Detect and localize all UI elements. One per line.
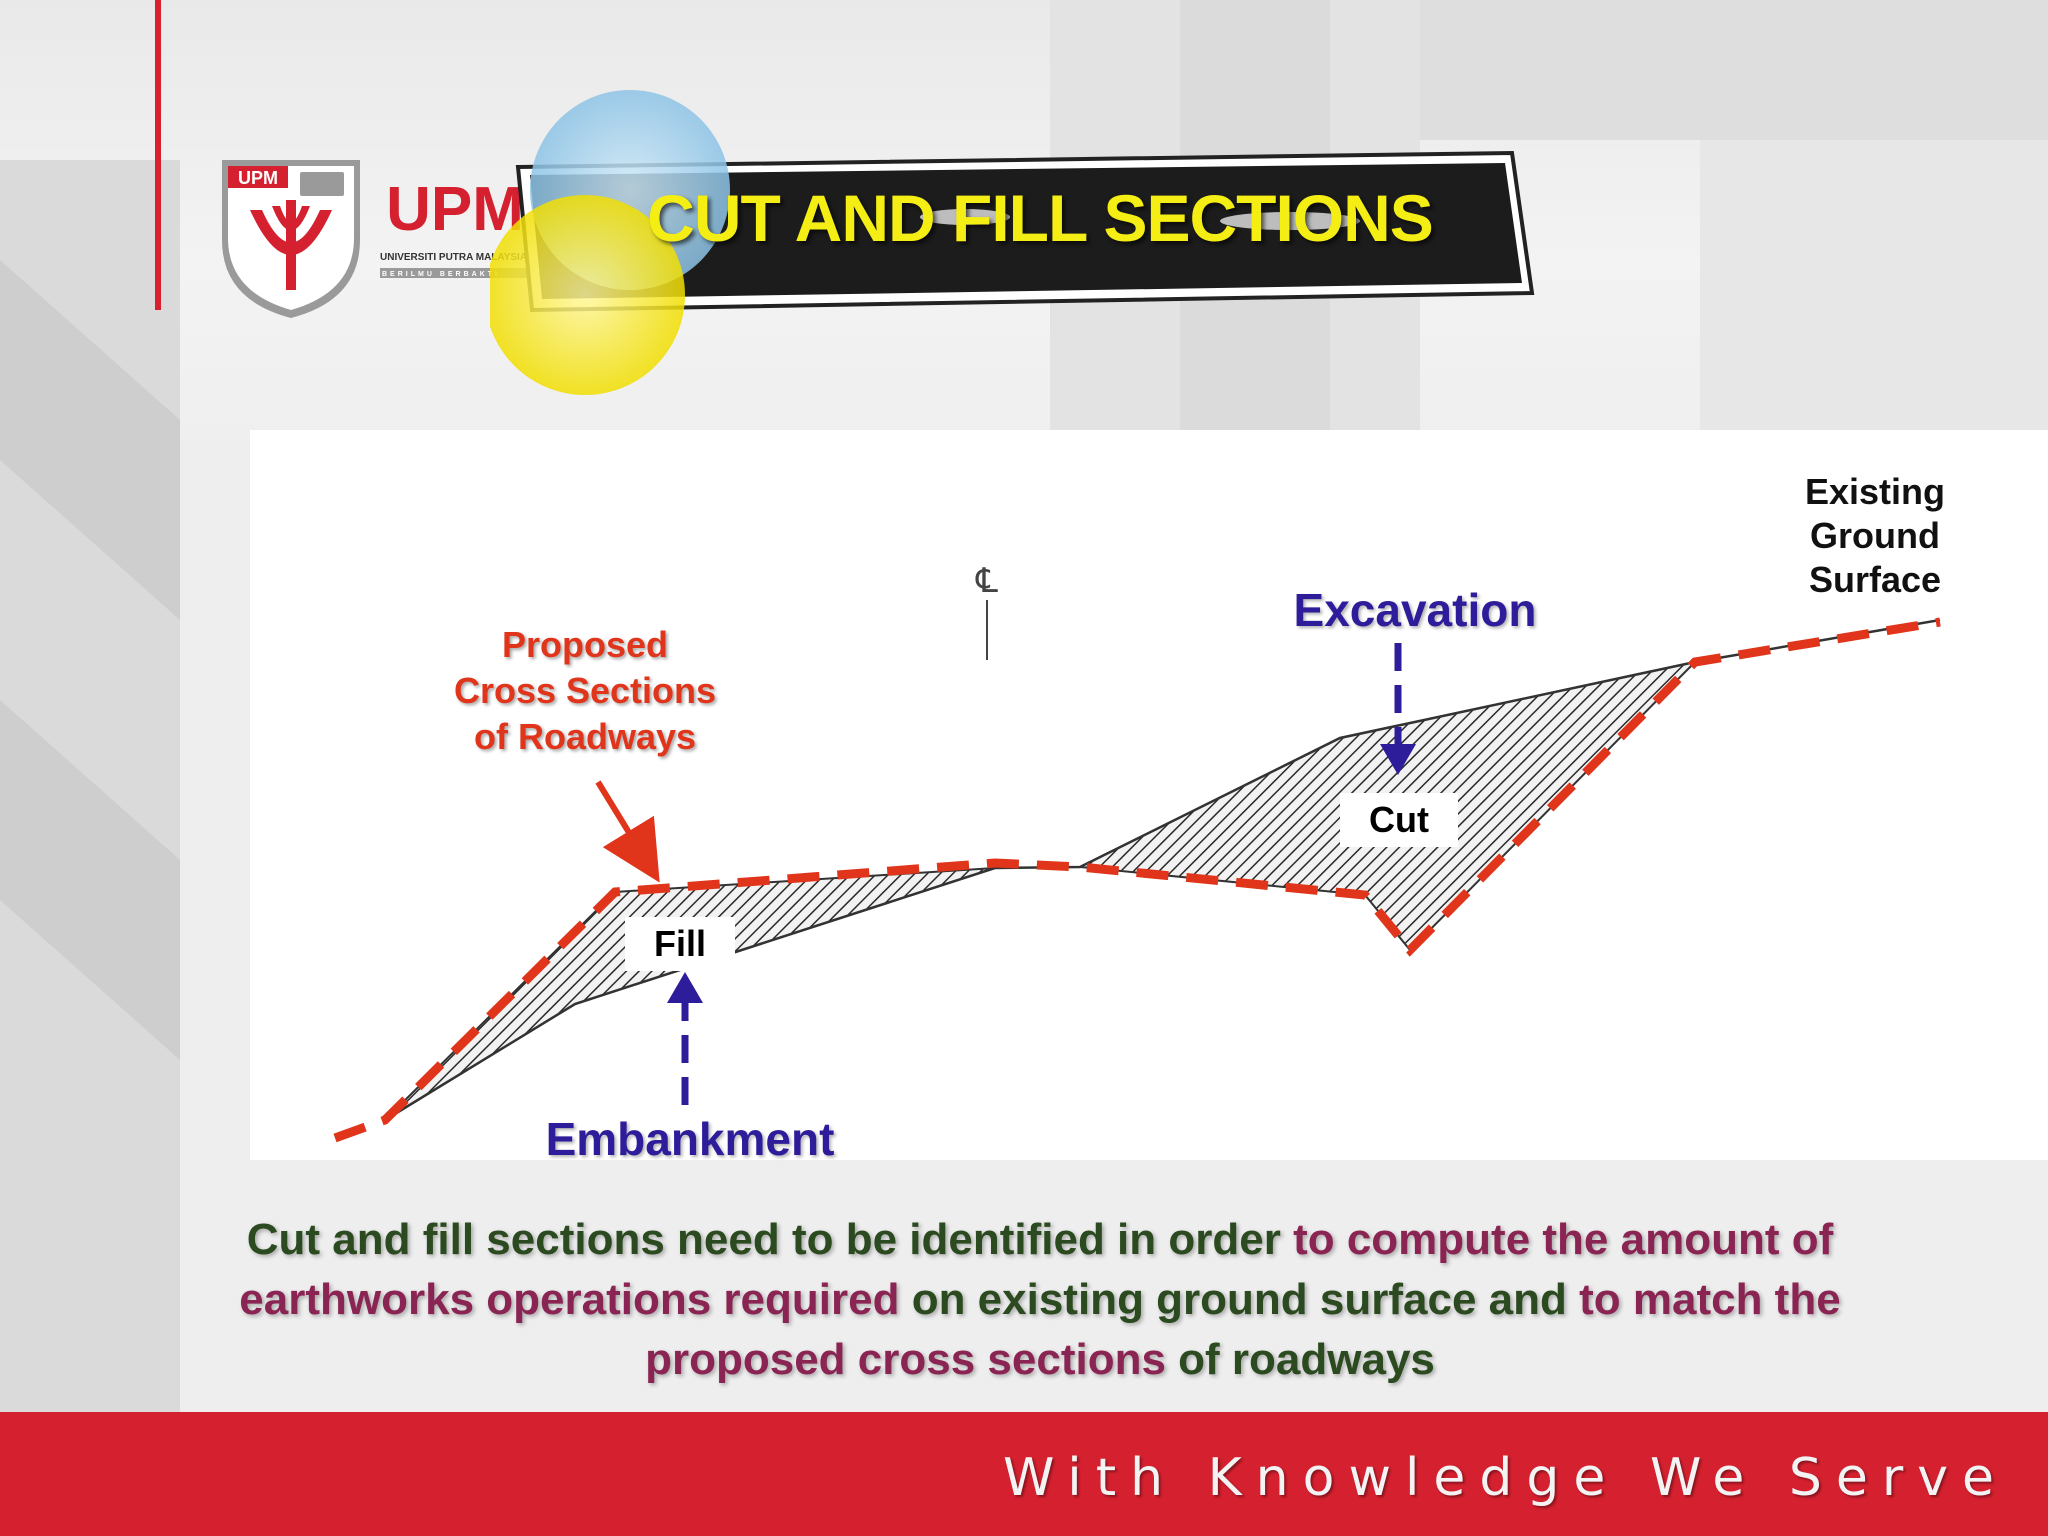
caption-segment-4: to match the proposed cross sections <box>645 1275 1841 1384</box>
existing-ground-surface-label: Existing Ground Surface <box>1780 470 1970 602</box>
excavation-arrow-head <box>1380 744 1416 775</box>
excavation-label: Excavation <box>1293 584 1537 636</box>
embankment-label: Embankment <box>545 1113 835 1165</box>
footer-bar <box>0 1412 2048 1536</box>
embankment-arrow-head <box>667 972 703 1003</box>
proposed-pointer-arrow <box>595 780 660 883</box>
slide-caption: Cut and fill sections need to be identif… <box>230 1210 1850 1390</box>
existing-label-line-1: Existing <box>1804 471 1946 512</box>
logo-badge-text: UPM <box>238 168 278 188</box>
proposed-label-line-2: Cross Sections <box>453 670 717 711</box>
logo-motto-small: BERILMU BERBAKTI <box>382 271 500 278</box>
logo-wordmark: UPM <box>386 175 524 244</box>
cut-label: Cut <box>1340 793 1458 847</box>
proposed-label-line-1: Proposed <box>501 624 669 665</box>
accent-red-rule <box>155 0 161 310</box>
centerline-symbol: ℄ <box>975 561 998 601</box>
existing-label-line-3: Surface <box>1808 559 1942 600</box>
caption-segment-1: Cut and fill sections need to be identif… <box>246 1215 1294 1264</box>
upm-logo: UPM UPM UNIVERSITI PUTRA MALAYSIA BERILM… <box>222 160 530 318</box>
proposed-label-line-3: of Roadways <box>473 716 697 757</box>
logo-institution: UNIVERSITI PUTRA MALAYSIA <box>380 252 527 263</box>
slide-title: CUT AND FILL SECTIONS <box>647 181 1434 255</box>
proposed-cross-sections-label: Proposed Cross Sections of Roadways <box>430 622 740 760</box>
diagram-panel <box>250 430 2048 1160</box>
caption-segment-3: on existing ground surface and <box>899 1275 1580 1324</box>
caption-segment-2: to compute the amount of earthworks oper… <box>239 1215 1834 1324</box>
caption-segment-5: of roadways <box>1165 1335 1435 1384</box>
existing-label-line-2: Ground <box>1810 515 1940 556</box>
decorative-circles <box>490 90 730 395</box>
fill-label: Fill <box>625 917 735 971</box>
background-chevron-pattern <box>0 0 2048 1420</box>
footer-motto: With Knowledge We Serve <box>1002 1448 2008 1508</box>
cut-fill-cross-section-diagram: ℄ <box>333 561 1941 1143</box>
proposed-cross-section-line <box>333 617 1941 1143</box>
